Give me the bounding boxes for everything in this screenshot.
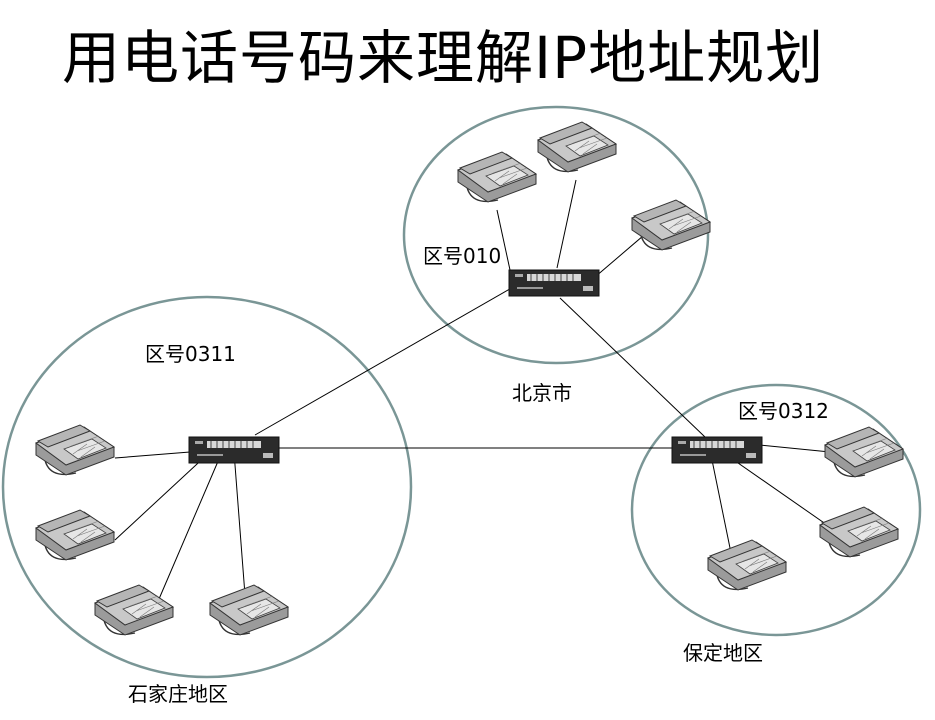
page-title: 用电话号码来理解IP地址规划 xyxy=(62,24,825,92)
phone-shijiazhuang-4 xyxy=(209,584,289,636)
phone-shijiazhuang-1 xyxy=(35,424,115,476)
region-shijiazhuang-city-label: 石家庄地区 xyxy=(128,682,228,706)
region-shijiazhuang-boundary xyxy=(1,295,413,679)
trunk-links xyxy=(254,285,706,449)
region-baoding-code-label: 区号0312 xyxy=(738,399,829,423)
region-beijing-boundary xyxy=(402,105,710,365)
region-beijing-code-label: 区号010 xyxy=(423,244,502,268)
region-shijiazhuang-code-label: 区号0311 xyxy=(145,342,236,366)
phone-beijing-1 xyxy=(457,151,537,203)
region-beijing-city-label: 北京市 xyxy=(512,381,572,405)
access-links xyxy=(114,179,831,621)
switch-beijing xyxy=(508,269,600,297)
phone-baoding-3 xyxy=(707,539,787,591)
link-beijing-shijiazhuang xyxy=(254,285,516,436)
phone-beijing-3 xyxy=(631,199,711,251)
switch-baoding xyxy=(671,436,763,464)
switch-shijiazhuang xyxy=(188,436,280,464)
phone-shijiazhuang-2 xyxy=(35,509,115,561)
region-baoding-city-label: 保定地区 xyxy=(683,641,763,665)
region-baoding-boundary xyxy=(630,383,922,637)
link-beijing-baoding xyxy=(559,297,706,438)
phone-baoding-2 xyxy=(819,506,899,558)
phone-beijing-2 xyxy=(537,121,617,173)
